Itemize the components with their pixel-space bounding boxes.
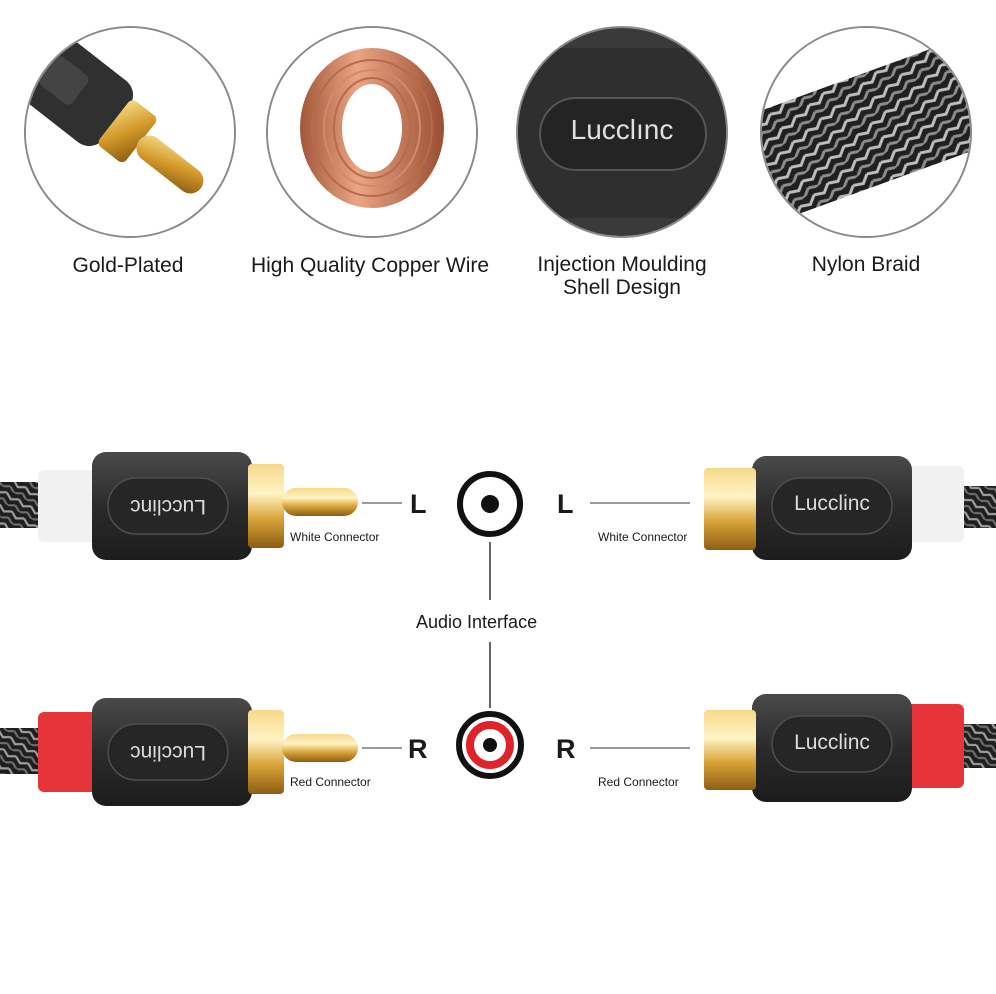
feature-circle-moulded-shell: Lucclınc xyxy=(516,26,728,238)
shell-brand-text: Lucclınc xyxy=(570,114,674,145)
red-connector-label-left: Red Connector xyxy=(290,775,371,789)
white-jack-symbol xyxy=(457,471,523,537)
left-white-male-plug xyxy=(0,452,358,560)
red-connector-label-right: Red Connector xyxy=(598,775,679,789)
white-connector-label-left: White Connector xyxy=(290,530,380,544)
audio-interface-label: Audio Interface xyxy=(416,612,538,632)
copper-wire-coil-icon xyxy=(268,28,476,236)
nylon-braid-icon xyxy=(762,28,970,236)
brand-right-white: Lucclinc xyxy=(794,492,870,515)
moulded-shell-icon xyxy=(518,28,726,236)
brand-left-red: Lucclinc xyxy=(130,741,206,764)
feature-label-nylon-braid: Nylon Braid xyxy=(811,253,921,276)
feature-label-line-1: Injection Moulding xyxy=(537,253,707,276)
left-red-male-plug xyxy=(0,698,358,806)
feature-circle-copper-wire xyxy=(266,26,478,238)
white-connector-label-right: White Connector xyxy=(598,530,688,544)
feature-circle-gold-plated xyxy=(24,26,236,238)
right-channel-label-2: R xyxy=(556,734,576,764)
brand-left-white: Lucclinc xyxy=(130,495,206,518)
red-jack-symbol xyxy=(456,711,524,779)
brand-right-red: Lucclinc xyxy=(794,731,870,754)
right-white-female-jack xyxy=(704,456,996,560)
right-channel-label-1: R xyxy=(408,734,428,764)
right-red-female-jack xyxy=(704,694,996,802)
left-channel-label-2: L xyxy=(557,489,574,519)
gold-plated-plug-icon xyxy=(26,28,234,236)
feature-label-line-2: Shell Design xyxy=(563,276,681,299)
left-channel-label-1: L xyxy=(410,489,427,519)
feature-label-copper-wire: High Quality Copper Wire xyxy=(250,254,490,277)
feature-circle-nylon-braid xyxy=(760,26,972,238)
feature-label-gold-plated: Gold-Plated xyxy=(72,254,184,277)
feature-label-injection-moulding: Injection Moulding Shell Design xyxy=(514,253,730,299)
